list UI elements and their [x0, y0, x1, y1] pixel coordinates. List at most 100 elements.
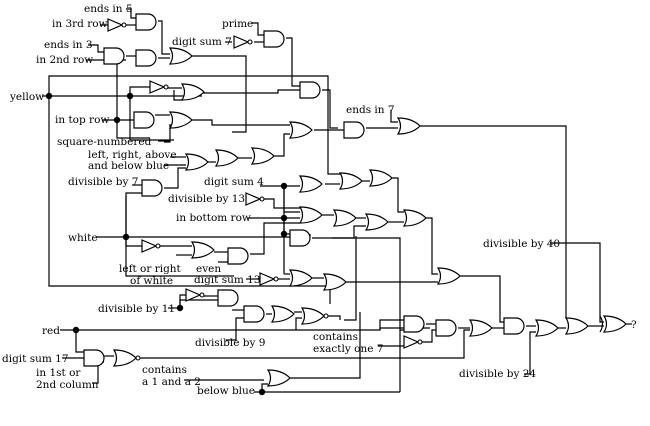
label-prime: prime [222, 18, 253, 30]
wire [420, 329, 436, 343]
label-divisible-by-24: divisible by 24 [459, 368, 536, 380]
not-gate [149, 80, 169, 94]
or-gate [168, 111, 193, 129]
xor-gate [599, 315, 627, 333]
junction-dot [45, 92, 53, 100]
label-left-right-above-below-blue-2: and below blue [88, 160, 169, 172]
wire [226, 317, 244, 341]
and-gate [299, 81, 321, 99]
and-gate [103, 47, 125, 65]
label-divisible-by-9: divisible by 9 [195, 337, 265, 349]
wire [322, 89, 338, 129]
label-left-or-right-of-white-2: of white [130, 275, 173, 287]
or-gate [250, 147, 275, 165]
label-yellow: yellow [9, 91, 44, 103]
wire [264, 198, 300, 209]
or-gate [534, 319, 559, 337]
junction-dot [280, 214, 288, 222]
not-gate [185, 288, 205, 302]
label-digit-sum-13: digit sum 13 [194, 274, 261, 286]
junction-dot [176, 304, 184, 312]
label-ends-in-7: ends in 7 [346, 104, 395, 116]
label-contains-exactly-one-7-2: exactly one 7 [313, 343, 383, 355]
or-gate [396, 117, 421, 135]
or-gate [288, 269, 313, 287]
wire [379, 319, 404, 330]
or-gate [214, 149, 239, 167]
label-divisible-by-40: divisible by 40 [483, 238, 560, 250]
or-gate [364, 213, 389, 231]
wire [550, 242, 604, 323]
or-gate [184, 153, 209, 171]
input-labels: ends in 5 in 3rd row ends in 3 in 2nd ro… [2, 3, 637, 397]
or-gate [180, 83, 205, 101]
wire [173, 90, 182, 101]
junction-dot [280, 230, 288, 238]
label-in-bottom-row: in bottom row [176, 212, 251, 224]
label-ends-in-5: ends in 5 [84, 3, 133, 15]
or-gate [338, 172, 363, 190]
wire [420, 125, 567, 318]
wire [126, 8, 136, 19]
wire [203, 89, 300, 94]
label-contains-exactly-one-7-1: contains [313, 331, 358, 343]
wire [332, 225, 366, 239]
or-gate [322, 273, 347, 291]
wire [218, 258, 229, 263]
wire [158, 20, 170, 55]
junction-dot [122, 233, 130, 241]
label-ends-in-3: ends in 3 [44, 39, 93, 51]
wire [274, 133, 290, 157]
wire [192, 119, 290, 126]
wire [344, 236, 357, 321]
label-left-right-above-below-blue-1: left, right, above [88, 149, 177, 161]
and-gate [289, 229, 311, 247]
label-left-or-right-of-white-1: left or right [119, 263, 182, 275]
junctions [45, 92, 288, 396]
label-output: ? [631, 319, 637, 331]
or-gate [402, 209, 427, 227]
wire [164, 167, 186, 189]
not-gate [233, 35, 253, 49]
or-gate [436, 267, 461, 285]
wire [295, 317, 302, 330]
wire [88, 44, 104, 53]
not-gate [403, 335, 423, 349]
junction-dot [258, 388, 266, 396]
junction-dot [113, 116, 121, 124]
wire [250, 222, 300, 255]
wire [116, 59, 126, 120]
or-gate [190, 241, 215, 259]
label-in-2nd-row: in 2nd row [36, 54, 93, 66]
label-digit-sum-7: digit sum 7 [172, 36, 232, 48]
and-gate [503, 317, 525, 335]
label-in-1st-or-2nd-column-2: 2nd column [36, 379, 99, 391]
wire [190, 55, 247, 133]
wire [426, 217, 438, 275]
wire [252, 22, 264, 36]
label-red: red [42, 325, 60, 337]
and-gate [217, 289, 239, 307]
label-square-numbered: square-numbered [57, 136, 152, 148]
not-gate [245, 192, 265, 206]
label-digit-sum-17: digit sum 17 [2, 353, 69, 365]
label-divisible-by-7: divisible by 7 [68, 176, 138, 188]
and-gate [133, 111, 155, 129]
junction-dot [72, 326, 80, 334]
or-gate [298, 206, 323, 224]
nor-gate [300, 307, 329, 325]
wire [48, 75, 341, 175]
or-gate [368, 169, 393, 187]
wire [324, 315, 341, 320]
wire [390, 110, 398, 123]
or-gate [270, 305, 295, 323]
or-gate [564, 317, 589, 335]
or-gate [266, 369, 291, 387]
or-gate [288, 121, 313, 139]
wire [48, 96, 331, 304]
and-gate [83, 349, 105, 367]
label-in-1st-or-2nd-column-1: in 1st or [36, 367, 81, 379]
and-gate [141, 179, 163, 197]
label-even: even [196, 263, 221, 275]
